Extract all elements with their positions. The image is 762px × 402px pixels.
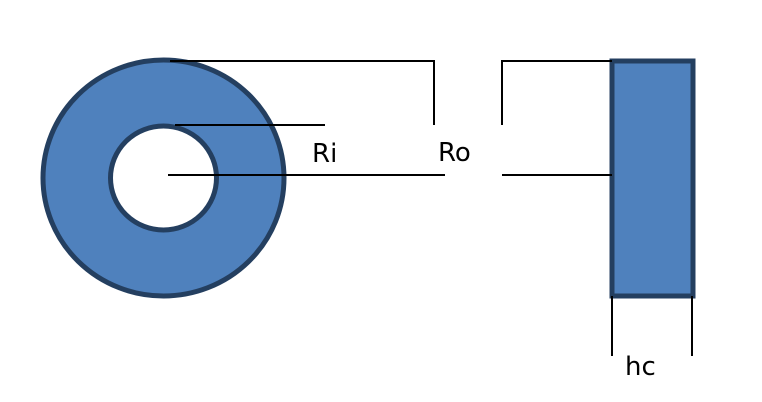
ro-label: Ro (438, 138, 471, 168)
ro-dimension-line-right (501, 60, 612, 125)
ri-label: Ri (312, 139, 337, 169)
ring-top-view (40, 57, 287, 299)
core-side-view (609, 58, 696, 299)
ro-dimension-line-left (170, 60, 435, 125)
dimension-lines (168, 60, 693, 356)
ring-shape (40, 57, 287, 299)
hc-label: hc (625, 352, 656, 382)
